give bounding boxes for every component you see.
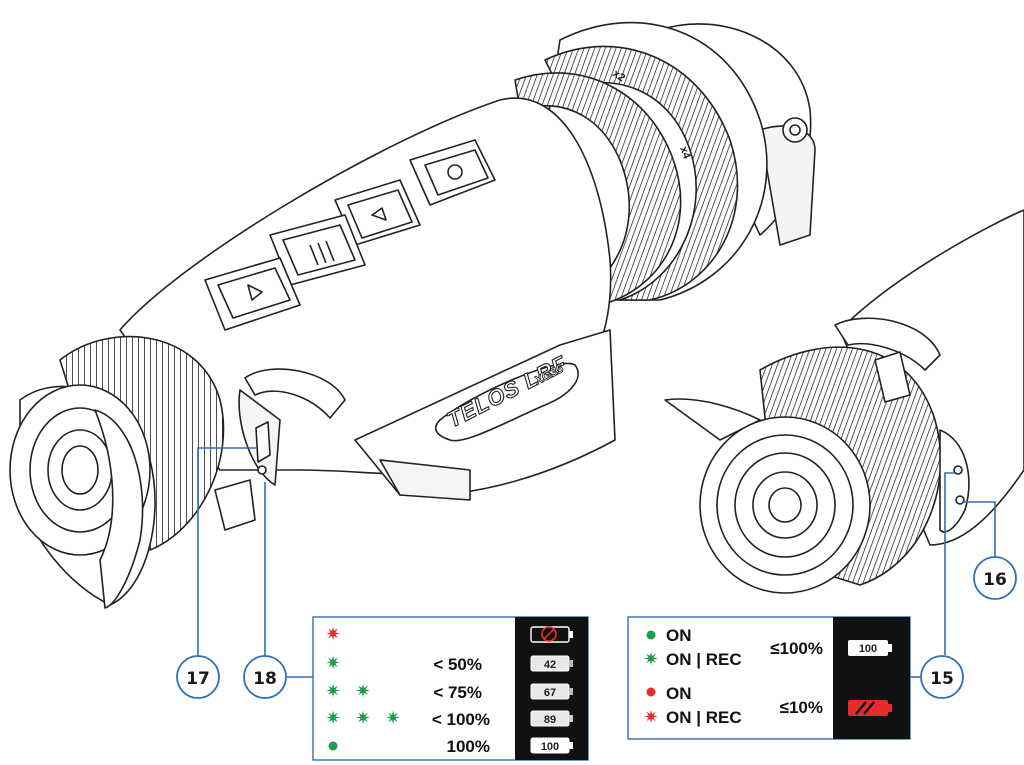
svg-text:15: 15 — [930, 669, 954, 689]
blink-indicator-green: ✷ — [643, 649, 658, 670]
charge-value: < 100% — [432, 710, 490, 729]
blink-indicator-green: ✷ — [325, 653, 340, 674]
status-line-on: ON — [666, 626, 692, 645]
usb-cover[interactable] — [244, 368, 346, 419]
charge-row-4: 100% 100 — [328, 737, 573, 756]
charge-row-3: ✷ ✷ ✷ < 100% 89 — [325, 708, 573, 729]
led-indicator-rear — [953, 465, 963, 475]
blink-indicator-red: ✷ — [325, 624, 340, 645]
down-button[interactable] — [204, 257, 301, 331]
charge-value: < 75% — [433, 683, 482, 702]
steady-indicator-green — [646, 630, 656, 640]
callout-18: 18 — [243, 655, 287, 699]
svg-text:17: 17 — [186, 669, 210, 689]
blink-indicator-green: ✷ — [325, 708, 340, 729]
callout-17: 17 — [176, 655, 220, 699]
status-level: ≤10% — [780, 698, 823, 717]
up-button[interactable] — [334, 179, 421, 246]
status-line-on: ON — [666, 684, 692, 703]
charge-value: < 50% — [433, 655, 482, 674]
steady-indicator-red — [646, 687, 656, 697]
rear-view-device — [664, 209, 1024, 594]
callout-15: 15 — [920, 655, 964, 699]
battery-no-charge-icon — [530, 626, 573, 643]
leader-lines — [197, 447, 996, 678]
zoom-mark-x4: x4 — [677, 145, 693, 161]
usb-cover-rear[interactable] — [834, 317, 941, 371]
blink-indicator-green: ✷ — [355, 708, 370, 729]
charge-row-0: ✷ — [325, 624, 573, 645]
status-level: ≤100% — [770, 639, 823, 658]
svg-text:67: 67 — [544, 687, 556, 699]
charge-row-1: ✷ < 50% 42 — [325, 653, 573, 674]
charge-row-2: ✷ ✷ < 75% 67 — [325, 681, 573, 702]
leader-16 — [962, 501, 996, 556]
leader-15 — [944, 472, 955, 655]
svg-text:42: 42 — [544, 659, 556, 671]
status-group-low: ON ✷ ON | REC ≤10% — [643, 684, 892, 728]
battery-67-icon: 67 — [530, 683, 573, 700]
battery-100-icon: 100 — [530, 737, 573, 754]
power-button[interactable] — [409, 139, 496, 206]
svg-text:18: 18 — [253, 669, 277, 689]
leader-17 — [197, 447, 257, 656]
steady-indicator-green — [328, 741, 338, 751]
svg-text:100: 100 — [859, 643, 877, 655]
status-line-on-rec: ON | REC — [666, 650, 742, 669]
usb-port — [255, 421, 271, 463]
blink-indicator-red: ✷ — [643, 707, 658, 728]
callout-16: 16 — [973, 556, 1017, 600]
svg-text:100: 100 — [541, 741, 559, 753]
charge-panel: ✷ ✷ < 50% 42 ✷ ✷ < 75% — [312, 616, 589, 761]
battery-low-icon — [848, 700, 892, 716]
svg-text:89: 89 — [544, 714, 556, 726]
battery-100-icon: 100 — [848, 640, 892, 656]
svg-text:16: 16 — [983, 570, 1007, 590]
led-indicator-main — [257, 465, 267, 475]
status-group-full: ON ✷ ON | REC ≤100% 100 — [643, 626, 892, 670]
blink-indicator-green: ✷ — [355, 681, 370, 702]
battery-89-icon: 89 — [530, 710, 573, 727]
status-panel: ON ✷ ON | REC ≤100% 100 ON ✷ ON | REC ≤1… — [627, 616, 911, 740]
main-monocular: x2 x4 TELOS LRF XG35 — [9, 21, 816, 609]
charge-value: 100% — [447, 737, 490, 756]
blink-indicator-green: ✷ — [325, 681, 340, 702]
blink-indicator-green: ✷ — [385, 708, 400, 729]
battery-42-icon: 42 — [530, 655, 573, 672]
zoom-mark-x2: x2 — [610, 68, 627, 85]
focus-ring — [544, 45, 739, 301]
status-line-on-rec: ON | REC — [666, 708, 742, 727]
menu-button[interactable] — [269, 214, 366, 286]
model-plate — [434, 362, 579, 442]
